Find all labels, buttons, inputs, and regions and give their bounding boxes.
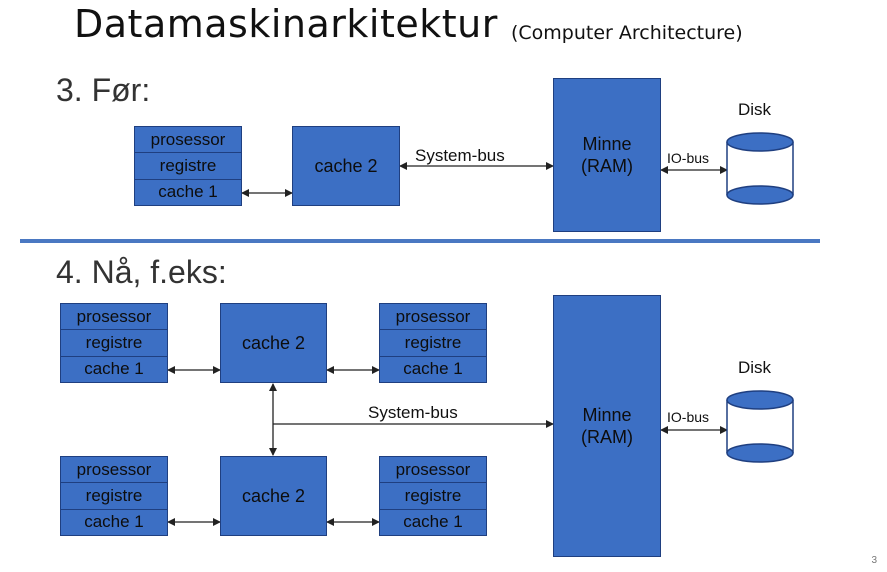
system-bus-label: System-bus xyxy=(368,403,458,422)
slide-title: Datamaskinarkitektur xyxy=(74,2,498,46)
section-now-heading: 4. Nå, f.eks: xyxy=(56,254,227,290)
slide-subtitle: (Computer Architecture) xyxy=(511,22,743,44)
cache1-label: cache 1 xyxy=(84,512,144,532)
cache1-label: cache 1 xyxy=(158,182,218,202)
disk-label: Disk xyxy=(738,100,772,119)
section-divider xyxy=(20,239,820,243)
cache2-box: cache 2 xyxy=(220,303,327,383)
disk-icon xyxy=(726,390,794,463)
registers-label: registre xyxy=(380,330,486,357)
ram-label-line1: Minne xyxy=(582,133,632,154)
ram-box: Minne (RAM) xyxy=(553,78,661,232)
page-number: 3 xyxy=(871,555,877,566)
ram-label-line2: (RAM) xyxy=(581,427,633,447)
registers-label: registre xyxy=(61,483,167,510)
processor-label: prosessor xyxy=(135,127,241,154)
registers-label: registre xyxy=(135,153,241,180)
system-bus-label: System-bus xyxy=(415,146,505,165)
ram-box: Minne (RAM) xyxy=(553,295,661,557)
section-before-heading: 3. Før: xyxy=(56,72,151,108)
cpu-block: prosessor registre cache 1 xyxy=(134,126,242,206)
cpu-block: prosessor registre cache 1 xyxy=(379,456,487,536)
cache2-box: cache 2 xyxy=(220,456,327,536)
cpu-block: prosessor registre cache 1 xyxy=(60,303,168,383)
processor-label: prosessor xyxy=(380,304,486,331)
cpu-block: prosessor registre cache 1 xyxy=(379,303,487,383)
cache1-label: cache 1 xyxy=(403,359,463,379)
disk-label: Disk xyxy=(738,358,772,377)
io-bus-label: IO-bus xyxy=(667,150,710,166)
cpu-block: prosessor registre cache 1 xyxy=(60,456,168,536)
cache1-label: cache 1 xyxy=(403,512,463,532)
ram-label-line1: Minne xyxy=(582,404,632,425)
cache2-box: cache 2 xyxy=(292,126,400,206)
cache1-label: cache 1 xyxy=(84,359,144,379)
processor-label: prosessor xyxy=(61,304,167,331)
processor-label: prosessor xyxy=(61,457,167,484)
registers-label: registre xyxy=(380,483,486,510)
ram-label-line2: (RAM) xyxy=(581,156,633,176)
io-bus-label: IO-bus xyxy=(667,409,710,425)
processor-label: prosessor xyxy=(380,457,486,484)
disk-icon xyxy=(726,132,794,205)
registers-label: registre xyxy=(61,330,167,357)
